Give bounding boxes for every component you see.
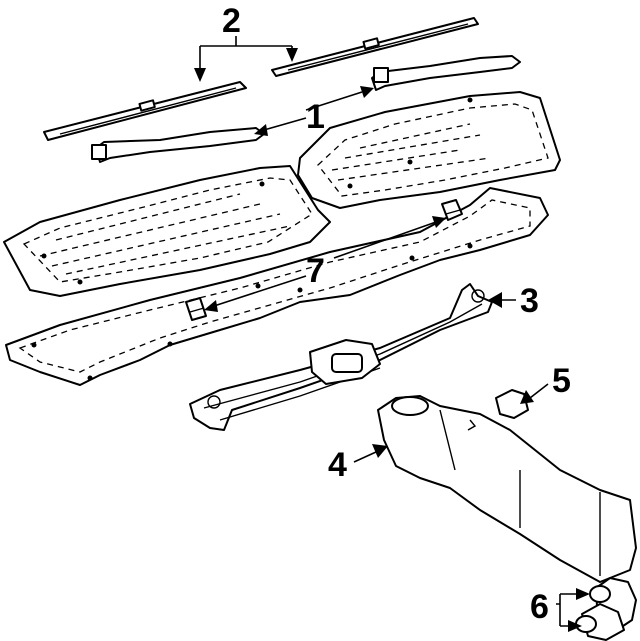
pivot-cap-upper <box>441 199 463 221</box>
wiper-linkage-motor <box>189 283 493 431</box>
arrow-3 <box>488 292 502 308</box>
washer-reservoir <box>377 395 637 583</box>
leader-7 <box>213 221 437 307</box>
arrow-5 <box>520 390 534 404</box>
washer-nozzle <box>495 389 529 419</box>
callout-7: 7 <box>306 252 325 290</box>
cowl-panel-upper <box>297 91 561 209</box>
arrow-1b <box>254 124 268 136</box>
arrow-1a <box>360 86 374 98</box>
leader-6 <box>556 593 578 627</box>
wiper-blade-right <box>271 17 479 77</box>
cowl-panel-lower <box>3 165 331 297</box>
callout-4: 4 <box>328 446 347 484</box>
wiper-arm-left <box>91 127 265 163</box>
wiper-arm-right <box>371 55 521 91</box>
callout-3: 3 <box>520 282 539 320</box>
arrow-7a <box>432 216 446 228</box>
leader-2 <box>199 36 293 70</box>
wiper-blade-left <box>43 81 247 141</box>
leader-1 <box>263 91 363 131</box>
leader-4 <box>353 451 377 463</box>
callout-1: 1 <box>306 98 325 136</box>
arrow-7b <box>204 300 218 312</box>
callout-2: 2 <box>222 2 241 40</box>
callout-5: 5 <box>552 362 571 400</box>
arrow-4 <box>372 444 388 458</box>
leader-5 <box>529 383 549 399</box>
callout-6: 6 <box>530 588 549 626</box>
washer-pumps <box>575 577 637 641</box>
arrow-2b <box>286 48 298 62</box>
pivot-cap-lower <box>185 297 207 321</box>
arrow-6a <box>576 588 590 600</box>
cowl-seal-panel <box>5 187 549 386</box>
arrow-6b <box>568 620 582 632</box>
arrow-2a <box>194 68 206 82</box>
